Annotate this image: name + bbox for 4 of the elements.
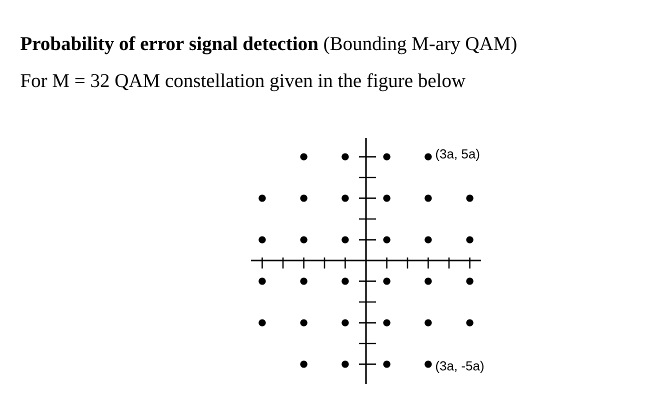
intro-text: For M = 32 QAM constellation given in the figure below (20, 73, 466, 92)
heading: Probability of error signal detection (Bounding M-ary QAM) (20, 36, 516, 54)
point-label: (3a, -5a) (436, 360, 484, 374)
point-label: (3a, 5a) (436, 148, 480, 162)
